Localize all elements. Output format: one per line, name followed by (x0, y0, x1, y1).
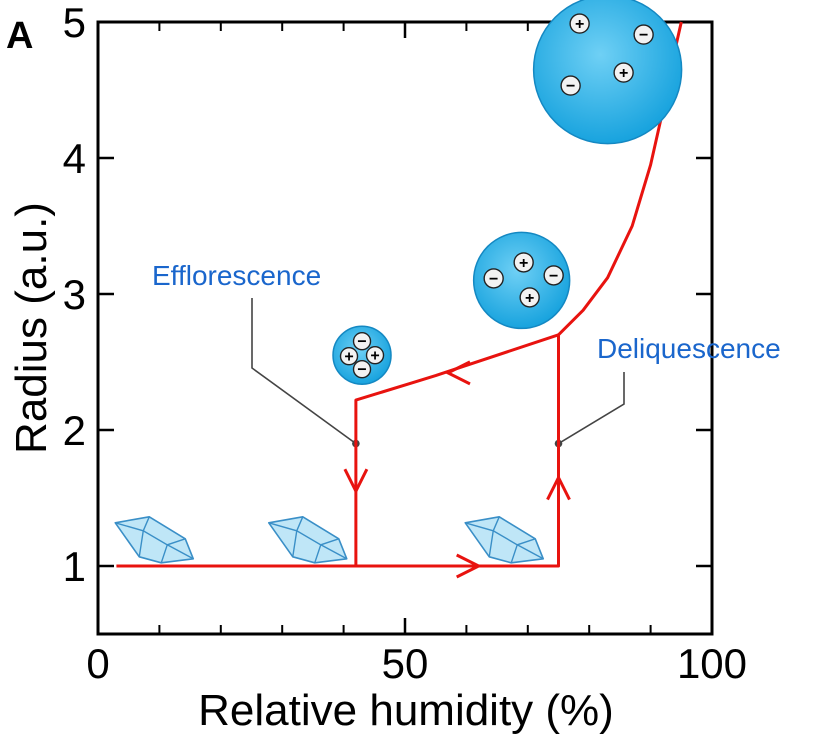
y-tick-label: 1 (63, 543, 86, 590)
crystal-right (464, 515, 545, 564)
cation-sign: + (344, 349, 353, 366)
deliquescence-leader (558, 372, 625, 445)
cation-sign: + (525, 290, 534, 307)
cation-ion (569, 13, 590, 34)
anion-ion (633, 24, 654, 45)
cation-ion (519, 287, 540, 308)
deliquescence-label: Deliquescence (597, 333, 781, 364)
efflorescence-branch (354, 333, 559, 566)
anion-sign: − (489, 271, 498, 288)
crystal-facets (465, 516, 544, 564)
droplets: +−+−+−−++−+− (332, 0, 683, 385)
y-axis-title: Radius (a.u.) (7, 202, 56, 454)
cation-ion (613, 62, 634, 83)
crystal-left (114, 515, 195, 564)
efflorescence-label: Efflorescence (152, 260, 321, 291)
anion-ion (352, 360, 372, 379)
droplet-small: +−+− (332, 325, 392, 385)
x-axis-title: Relative humidity (%) (198, 686, 614, 735)
cation-sign: + (619, 65, 628, 82)
cation-sign: + (575, 16, 584, 33)
crystals (114, 515, 545, 564)
anion-sign: − (639, 27, 648, 44)
anion-ion (483, 268, 504, 289)
droplet-body (532, 0, 683, 145)
anion-ion (352, 332, 372, 351)
droplet-body (472, 231, 571, 330)
cation-sign: + (370, 348, 379, 365)
arrow-down-efflorescence (343, 468, 369, 495)
droplet-medium: +−−+ (472, 231, 571, 330)
cation-ion (339, 347, 359, 366)
anion-sign: − (566, 78, 575, 95)
anion-sign: − (549, 268, 558, 285)
direction-arrows (343, 360, 571, 579)
leader-lines (251, 298, 625, 448)
arrow-right-baseline (456, 553, 483, 579)
y-tick-label: 4 (63, 135, 86, 182)
arrow-up-deliquescence (546, 474, 571, 501)
crystal-facets (115, 516, 194, 564)
efflorescence-leader (251, 298, 357, 445)
cation-ion (365, 346, 385, 365)
crystal-facets (268, 516, 348, 564)
panel-label: A (6, 15, 33, 57)
x-tick-label: 100 (677, 640, 747, 687)
y-tick-label: 5 (63, 0, 86, 46)
droplet-body (332, 325, 392, 385)
crystal-middle (267, 515, 348, 564)
y-tick-label: 2 (63, 407, 86, 454)
anion-sign: − (357, 362, 366, 379)
axes: 0 50 100 1 2 3 4 5 (63, 0, 747, 687)
x-tick-label: 0 (86, 640, 109, 687)
y-tick-label: 3 (63, 271, 86, 318)
droplet-large: + − + − (532, 0, 683, 145)
cation-ion (513, 252, 534, 273)
anion-sign: − (357, 334, 366, 351)
arrow-left-upper (444, 360, 471, 386)
cation-sign: + (519, 255, 528, 272)
anion-ion (543, 265, 564, 286)
anion-ion (560, 75, 581, 96)
x-tick-label: 50 (382, 640, 429, 687)
